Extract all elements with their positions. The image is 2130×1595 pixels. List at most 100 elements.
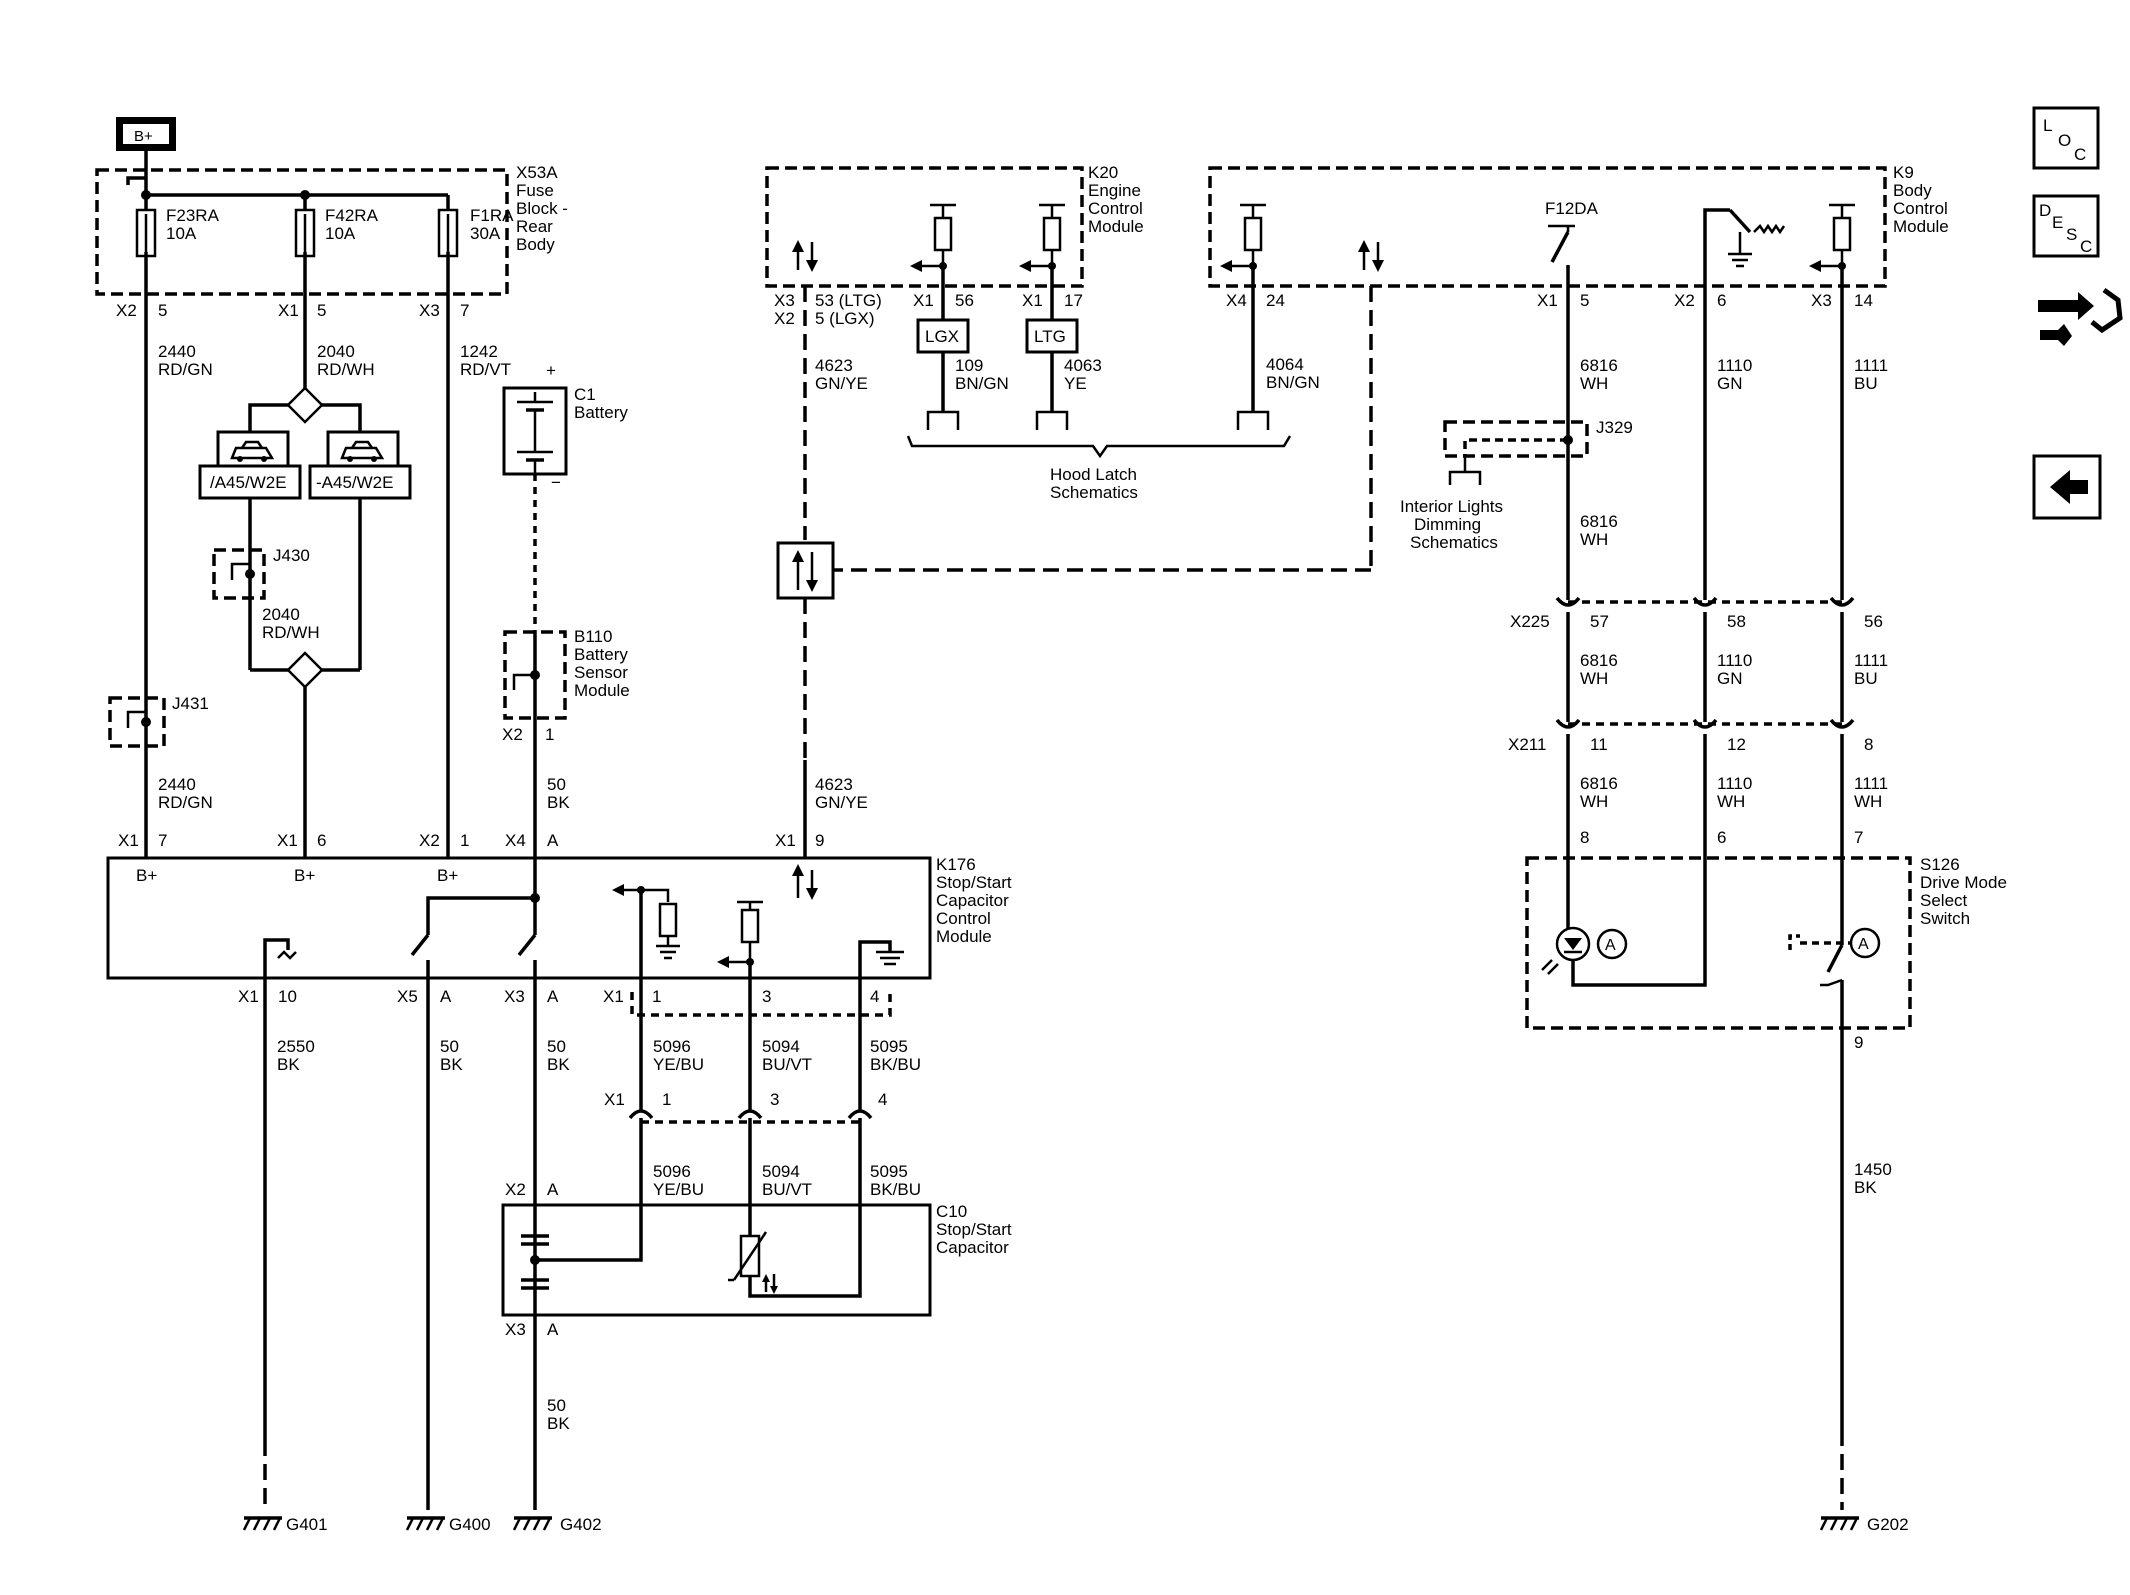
- pin-label: 11: [1590, 735, 1608, 754]
- pin-label: 8: [1580, 828, 1589, 847]
- splice-j431: [108, 696, 166, 748]
- wire-color: YE/BU: [653, 1055, 704, 1074]
- wire-number: 4064: [1266, 355, 1304, 374]
- nav-letter: C: [2074, 145, 2086, 164]
- back-arrow-icon: [2050, 470, 2088, 504]
- wire-color: BU/VT: [762, 1180, 812, 1199]
- wire-number: 109: [955, 356, 983, 375]
- connector-label: X211: [1508, 735, 1546, 754]
- module-label: Module: [936, 927, 992, 946]
- resistor-icon: [1243, 216, 1263, 252]
- connector-label: X3: [504, 987, 525, 1006]
- module-label: S126: [1920, 855, 1960, 874]
- wire-number: 50: [547, 1396, 566, 1415]
- location-view-button[interactable]: L O C: [2032, 106, 2100, 170]
- hood-latch-reference: Hood Latch Schematics: [906, 410, 1292, 502]
- pin-label: 6: [1717, 291, 1726, 310]
- drive-mode-select-switch-s126: S126 Drive Mode Select Switch A A 9 1450…: [1525, 855, 2007, 1510]
- resistor-icon: [1832, 216, 1852, 252]
- nav-letter: L: [2043, 116, 2052, 135]
- wire-number: 1111: [1854, 651, 1888, 670]
- connector-label: X3: [774, 291, 795, 310]
- circuits-below-k176: 2550 BK 50 BK 50 BK 5096 YE/BU 5094 BU/V…: [263, 978, 921, 1510]
- pin-label: 7: [158, 831, 167, 850]
- wire-color: BN/GN: [955, 374, 1009, 393]
- nav-letter: E: [2052, 213, 2063, 232]
- s126-outline: [1525, 856, 1912, 1030]
- serial-data-link: 4623 GN/YE: [776, 541, 1371, 858]
- back-button[interactable]: [2032, 454, 2102, 520]
- pin-label: 6: [317, 831, 326, 850]
- wire-number: 2550: [277, 1037, 315, 1056]
- stop-start-capacitor-control-module-k176: X1 7 X1 6 X2 1 X4 A X1 9 K176 Stop/Start…: [106, 831, 1012, 1017]
- pin-label: 1: [460, 831, 469, 850]
- module-label: Block -: [516, 199, 568, 218]
- splice-j329: J329 Interior Lights Dimming Schematics …: [1400, 418, 1633, 552]
- fuse-name: F42RA: [325, 206, 379, 225]
- svg-text:A: A: [1605, 937, 1616, 954]
- wire-number: 6816: [1580, 774, 1618, 793]
- fuse-rating: 10A: [166, 224, 197, 243]
- ground-label: G400: [449, 1515, 491, 1534]
- repair-procedures-icon[interactable]: [2038, 287, 2123, 346]
- wire-number: 1450: [1854, 1160, 1892, 1179]
- inline-connector-x225: X225 57 58 56: [1510, 596, 1883, 631]
- wire-color: BU: [1854, 374, 1878, 393]
- reference-label: Dimming: [1414, 515, 1481, 534]
- serial-data-icon: [792, 240, 818, 272]
- resistor-icon: [1042, 216, 1062, 252]
- wire-color: WH: [1580, 669, 1608, 688]
- battery-positive-source: B+: [116, 117, 176, 170]
- pin-label: 5 (LGX): [815, 309, 875, 328]
- splice-label: J431: [172, 694, 209, 713]
- body-control-module-k9: K9 Body Control Module F12DA: [1208, 163, 1949, 600]
- resistor-icon: [933, 216, 953, 252]
- connector-label: X1: [238, 987, 259, 1006]
- module-label: Body: [1893, 181, 1932, 200]
- pin-label: 9: [815, 831, 824, 850]
- pin-label: B+: [437, 866, 458, 885]
- wire-number: 1242: [460, 342, 498, 361]
- connector-label: X4: [505, 831, 526, 850]
- description-view-button[interactable]: D E S C: [2032, 194, 2100, 258]
- wire-number: 5096: [653, 1037, 691, 1056]
- wire-color: WH: [1580, 792, 1608, 811]
- module-label: Control: [1893, 199, 1948, 218]
- wire-number: 50: [547, 1037, 566, 1056]
- connector-label: X2: [774, 309, 795, 328]
- option-label: LTG: [1034, 327, 1066, 346]
- wire-color: GN/YE: [815, 793, 868, 812]
- k176-outline: [106, 856, 932, 980]
- wire-color: YE: [1064, 374, 1087, 393]
- pin-label: 1: [662, 1090, 671, 1109]
- reference-label: Schematics: [1050, 483, 1138, 502]
- module-label: C1: [574, 385, 596, 404]
- wire-color: WH: [1717, 792, 1745, 811]
- option-diamond-top: [286, 386, 324, 424]
- reference-label: Schematics: [1410, 533, 1498, 552]
- module-label: Capacitor: [936, 891, 1009, 910]
- wire-color: BN/GN: [1266, 373, 1320, 392]
- pin-label: B+: [136, 866, 157, 885]
- ground-label: G202: [1867, 1515, 1909, 1534]
- connector-label: X1: [604, 1090, 625, 1109]
- serial-data-converter-icon: [776, 541, 835, 600]
- module-label: Capacitor: [936, 1238, 1009, 1257]
- battery-positive-label: +: [546, 361, 556, 380]
- connector-label: X2: [419, 831, 440, 850]
- wire-color: BK: [1854, 1178, 1877, 1197]
- ground-g401: G401: [242, 1515, 328, 1534]
- connector-label: X2: [502, 725, 523, 744]
- wire-number: 1111: [1854, 774, 1888, 793]
- reference-label: Interior Lights: [1400, 497, 1503, 516]
- pin-label: A: [547, 1180, 559, 1199]
- pin-label: 3: [770, 1090, 779, 1109]
- ground-g402: G402: [512, 1515, 602, 1534]
- wire-number: 1110: [1717, 774, 1752, 793]
- nav-letter: O: [2058, 131, 2071, 150]
- engine-control-module-k20: K20 Engine Control Module X3 53 (LTG) X2…: [765, 163, 1144, 540]
- pin-label: 5: [1580, 291, 1589, 310]
- connector-label: X1: [277, 831, 298, 850]
- pin-label: 4: [878, 1090, 887, 1109]
- pin-label: A: [547, 987, 559, 1006]
